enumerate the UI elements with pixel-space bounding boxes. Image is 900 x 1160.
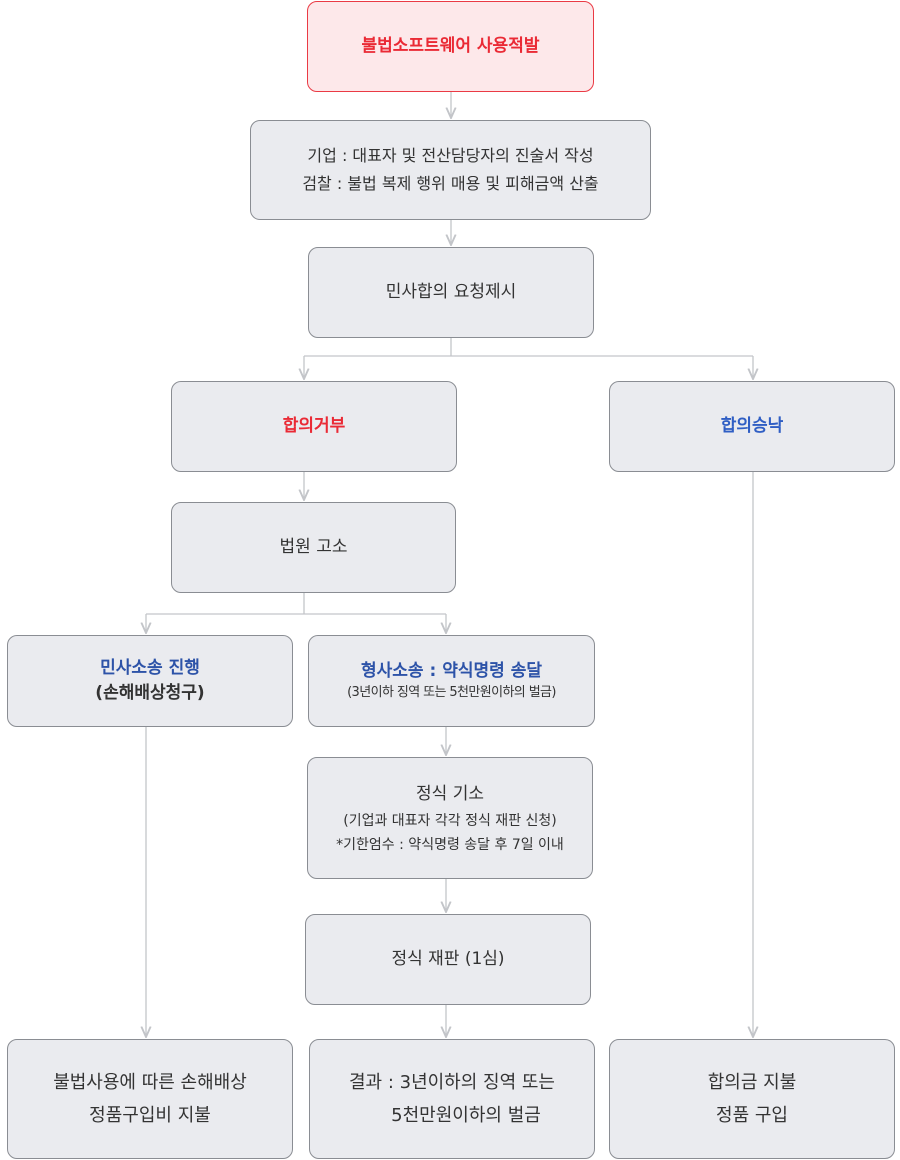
node-settlement: 합의금 지불 정품 구입 [609,1039,895,1159]
node-accept: 합의승낙 [609,381,895,472]
node-result: 결과 : 3년이하의 징역 또는 5천만원이하의 벌금 [309,1039,595,1159]
node-reject: 합의거부 [171,381,457,472]
node-accept-label: 합의승낙 [720,416,784,437]
node-civil-offer-label: 민사합의 요청제시 [385,282,517,303]
node-criminal: 형사소송 : 약식명령 송달 (3년이하 징역 또는 5천만원이하의 벌금) [308,635,595,727]
node-reject-label: 합의거부 [282,416,346,437]
node-result-line2: 5천만원이하의 벌금 [391,1105,541,1126]
node-civil-suit: 민사소송 진행 (손해배상청구) [7,635,293,727]
node-civil-suit-title: 민사소송 진행 [100,658,200,679]
node-statement-prosecution: 검찰 : 불법 복제 행위 매용 및 피해금액 산출 [302,174,599,193]
node-civil-offer: 민사합의 요청제시 [308,247,594,338]
node-formal-indict-sub2: *기한엄수 : 약식명령 송달 후 7일 이내 [336,837,564,854]
node-lawsuit-label: 법원 고소 [279,537,348,558]
node-statement-corp: 기업 : 대표자 및 전산담당자의 진술서 작성 [307,146,594,165]
node-statement: 기업 : 대표자 및 전산담당자의 진술서 작성 검찰 : 불법 복제 행위 매… [250,120,651,220]
node-civil-suit-sub: (손해배상청구) [95,683,205,703]
node-formal-indict: 정식 기소 (기업과 대표자 각각 정식 재판 신청) *기한엄수 : 약식명령… [307,757,593,879]
node-damages: 불법사용에 따른 손해배상 정품구입비 지불 [7,1039,293,1159]
node-settlement-line1: 합의금 지불 [707,1071,797,1093]
line-offer-split [304,338,753,357]
node-formal-trial: 정식 재판 (1심) [305,914,591,1005]
node-formal-indict-title: 정식 기소 [416,784,484,805]
node-detect-label: 불법소프트웨어 사용적발 [361,36,540,57]
line-lawsuit-split [146,593,446,615]
node-settlement-line2: 정품 구입 [716,1105,788,1126]
node-formal-indict-sub1: (기업과 대표자 각각 정식 재판 신청) [343,813,557,830]
node-criminal-title: 형사소송 : 약식명령 송달 [361,661,542,682]
node-detect: 불법소프트웨어 사용적발 [307,1,594,92]
node-result-line1: 결과 : 3년이하의 징역 또는 [348,1071,555,1093]
node-damages-line1: 불법사용에 따른 손해배상 [53,1071,247,1093]
node-criminal-sub: (3년이하 징역 또는 5천만원이하의 벌금) [347,684,556,700]
node-lawsuit: 법원 고소 [171,502,456,593]
node-damages-line2: 정품구입비 지불 [89,1105,211,1126]
node-formal-trial-label: 정식 재판 (1심) [391,949,505,970]
